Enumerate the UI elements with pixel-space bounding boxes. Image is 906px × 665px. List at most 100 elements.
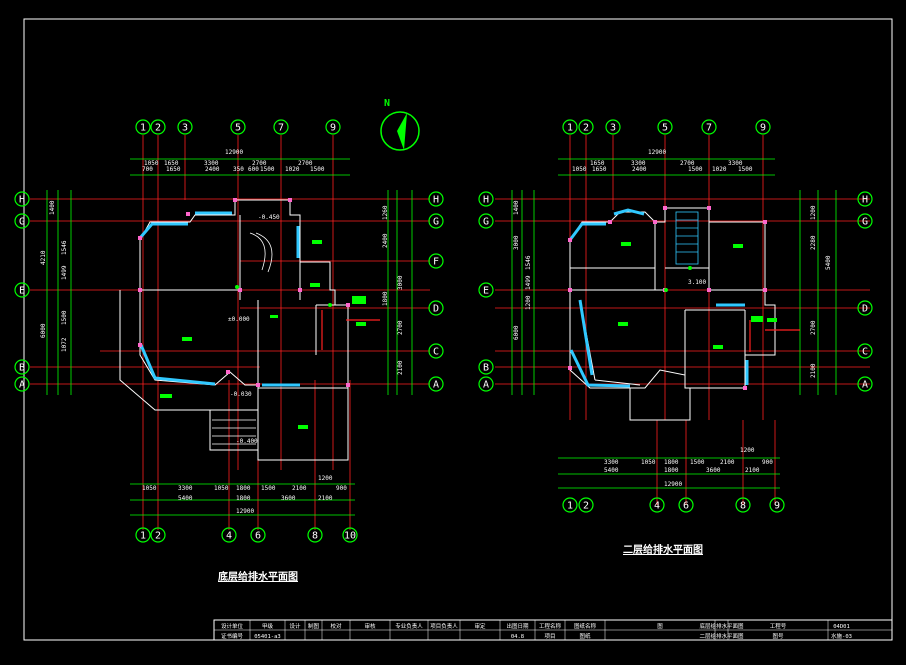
- axis-bubble-bottom: 10: [342, 527, 358, 543]
- dim-value: 1050: [641, 459, 656, 466]
- axis-bubble-circle: [857, 343, 873, 359]
- plan2-stair: [675, 211, 699, 265]
- axis-bubble-circle: [605, 119, 621, 135]
- axis-bubble-left: A: [14, 376, 30, 392]
- plan1-columns: [138, 198, 350, 387]
- axis-bubble-right: C: [428, 343, 444, 359]
- axis-bubble-circle: [14, 359, 30, 375]
- axis-bubble-label: 9: [330, 123, 336, 134]
- axis-bubble-label: 5: [662, 123, 668, 134]
- axis-bubble-left: B: [478, 359, 494, 375]
- dim-value: 1650: [164, 160, 179, 167]
- dim-overall: 12900: [225, 149, 243, 156]
- axis-bubble-circle: [14, 282, 30, 298]
- axis-bubble-label: H: [19, 195, 25, 206]
- dim-value: 1050: [144, 160, 159, 167]
- axis-bubble-label: 9: [760, 123, 766, 134]
- dim-value: 1200: [740, 447, 755, 454]
- plan2-drain-pipes: [749, 320, 800, 352]
- title-block-cells: 设计单位证书编号甲级05401-a3设计制图校对审核专业负责人项目负责人审定出图…: [213, 620, 852, 640]
- axis-bubble-top: 5: [657, 119, 673, 135]
- axis-bubble-left: H: [14, 191, 30, 207]
- axis-bubble-left: E: [14, 282, 30, 298]
- title-block-cell: 05401-a3: [254, 634, 281, 640]
- dim-value: 1400: [49, 200, 56, 215]
- dim-value: 3300: [728, 160, 743, 167]
- axis-bubble-left: B: [14, 359, 30, 375]
- axis-bubble-circle: [230, 119, 246, 135]
- axis-bubble-label: G: [483, 217, 489, 228]
- dim-value: 900: [762, 459, 773, 466]
- plan1-dimension-lines: [46, 158, 413, 516]
- dim-value: 1400: [513, 200, 520, 215]
- axis-bubble-label: 7: [706, 123, 712, 134]
- axis-bubble-top: 3: [605, 119, 621, 135]
- title-block-cell: 审核: [364, 622, 376, 630]
- title-block: 设计单位证书编号甲级05401-a3设计制图校对审核专业负责人项目负责人审定出图…: [213, 619, 893, 641]
- axis-bubble-circle: [857, 213, 873, 229]
- axis-bubble-label: 4: [226, 531, 232, 542]
- axis-bubble-label: A: [433, 380, 439, 391]
- drawing-frame: [23, 18, 893, 641]
- axis-bubble-bottom: 4: [649, 497, 665, 513]
- plan2-dimension-lines: [511, 158, 837, 489]
- dim-value: 2700: [252, 160, 267, 167]
- axis-bubble-bottom: 1: [562, 497, 578, 513]
- plan1-grid-lines: [30, 135, 430, 530]
- axis-bubble-circle: [342, 527, 358, 543]
- axis-bubble-circle: [273, 119, 289, 135]
- axis-bubble-label: 1: [567, 501, 573, 512]
- axis-bubble-circle: [755, 119, 771, 135]
- dim-value: 700: [142, 166, 153, 173]
- dim-value: 1800: [664, 459, 679, 466]
- dim-value: 1500: [738, 166, 753, 173]
- axis-bubble-circle: [428, 376, 444, 392]
- axis-bubble-right: A: [428, 376, 444, 392]
- dim-value: 3300: [204, 160, 219, 167]
- axis-bubble-label: G: [862, 217, 868, 228]
- dim-value: 1500: [61, 310, 68, 325]
- axis-bubble-circle: [177, 119, 193, 135]
- level-label: ±0.000: [228, 316, 250, 323]
- axis-bubble-top: 7: [273, 119, 289, 135]
- axis-bubble-right: G: [857, 213, 873, 229]
- axis-bubble-circle: [769, 497, 785, 513]
- dim-value: 3300: [631, 160, 646, 167]
- dim-value: 1800: [236, 485, 251, 492]
- axis-bubble-right: H: [428, 191, 444, 207]
- title-block-cell: 图: [657, 622, 663, 630]
- axis-bubble-bottom: 2: [150, 527, 166, 543]
- dim-value: 5400: [604, 467, 619, 474]
- dim-value: 3600: [281, 495, 296, 502]
- dim-value: 2700: [810, 320, 817, 335]
- ground-floor-plan: -0.450 ±0.000 -0.030 -0.400 12900 1050 1…: [30, 135, 430, 583]
- plan2-dim-text-vertical: 1400 3000 1546 1499 6000 1200 1200 2280 …: [513, 200, 832, 378]
- axis-bubble-label: 8: [740, 501, 746, 512]
- axis-bubble-circle: [857, 300, 873, 316]
- axis-bubble-circle: [478, 213, 494, 229]
- axis-bubble-top: 2: [150, 119, 166, 135]
- dim-value: 1050: [214, 485, 229, 492]
- axis-bubble-bottom: 2: [578, 497, 594, 513]
- dim-value: 6000: [513, 325, 520, 340]
- axis-bubble-top: 1: [562, 119, 578, 135]
- axis-bubble-circle: [735, 497, 751, 513]
- dim-value: 2700: [680, 160, 695, 167]
- dim-value: 1050: [572, 166, 587, 173]
- axis-bubble-circle: [649, 497, 665, 513]
- axis-bubble-label: C: [433, 347, 439, 358]
- title-block-cell: 出图日期: [506, 622, 529, 630]
- level-label: -0.030: [230, 391, 252, 398]
- plan1-windows: [138, 211, 300, 387]
- dim-value: 1260: [382, 205, 389, 220]
- axis-bubble-circle: [150, 119, 166, 135]
- axis-bubble-label: 7: [278, 123, 284, 134]
- axis-bubble-circle: [857, 376, 873, 392]
- title-block-cell: 04D01: [833, 624, 850, 630]
- axis-bubble-right: H: [857, 191, 873, 207]
- axis-bubble-circle: [14, 191, 30, 207]
- axis-bubble-circle: [478, 376, 494, 392]
- dim-value: 600: [248, 166, 259, 173]
- axis-bubble-label: B: [19, 363, 25, 374]
